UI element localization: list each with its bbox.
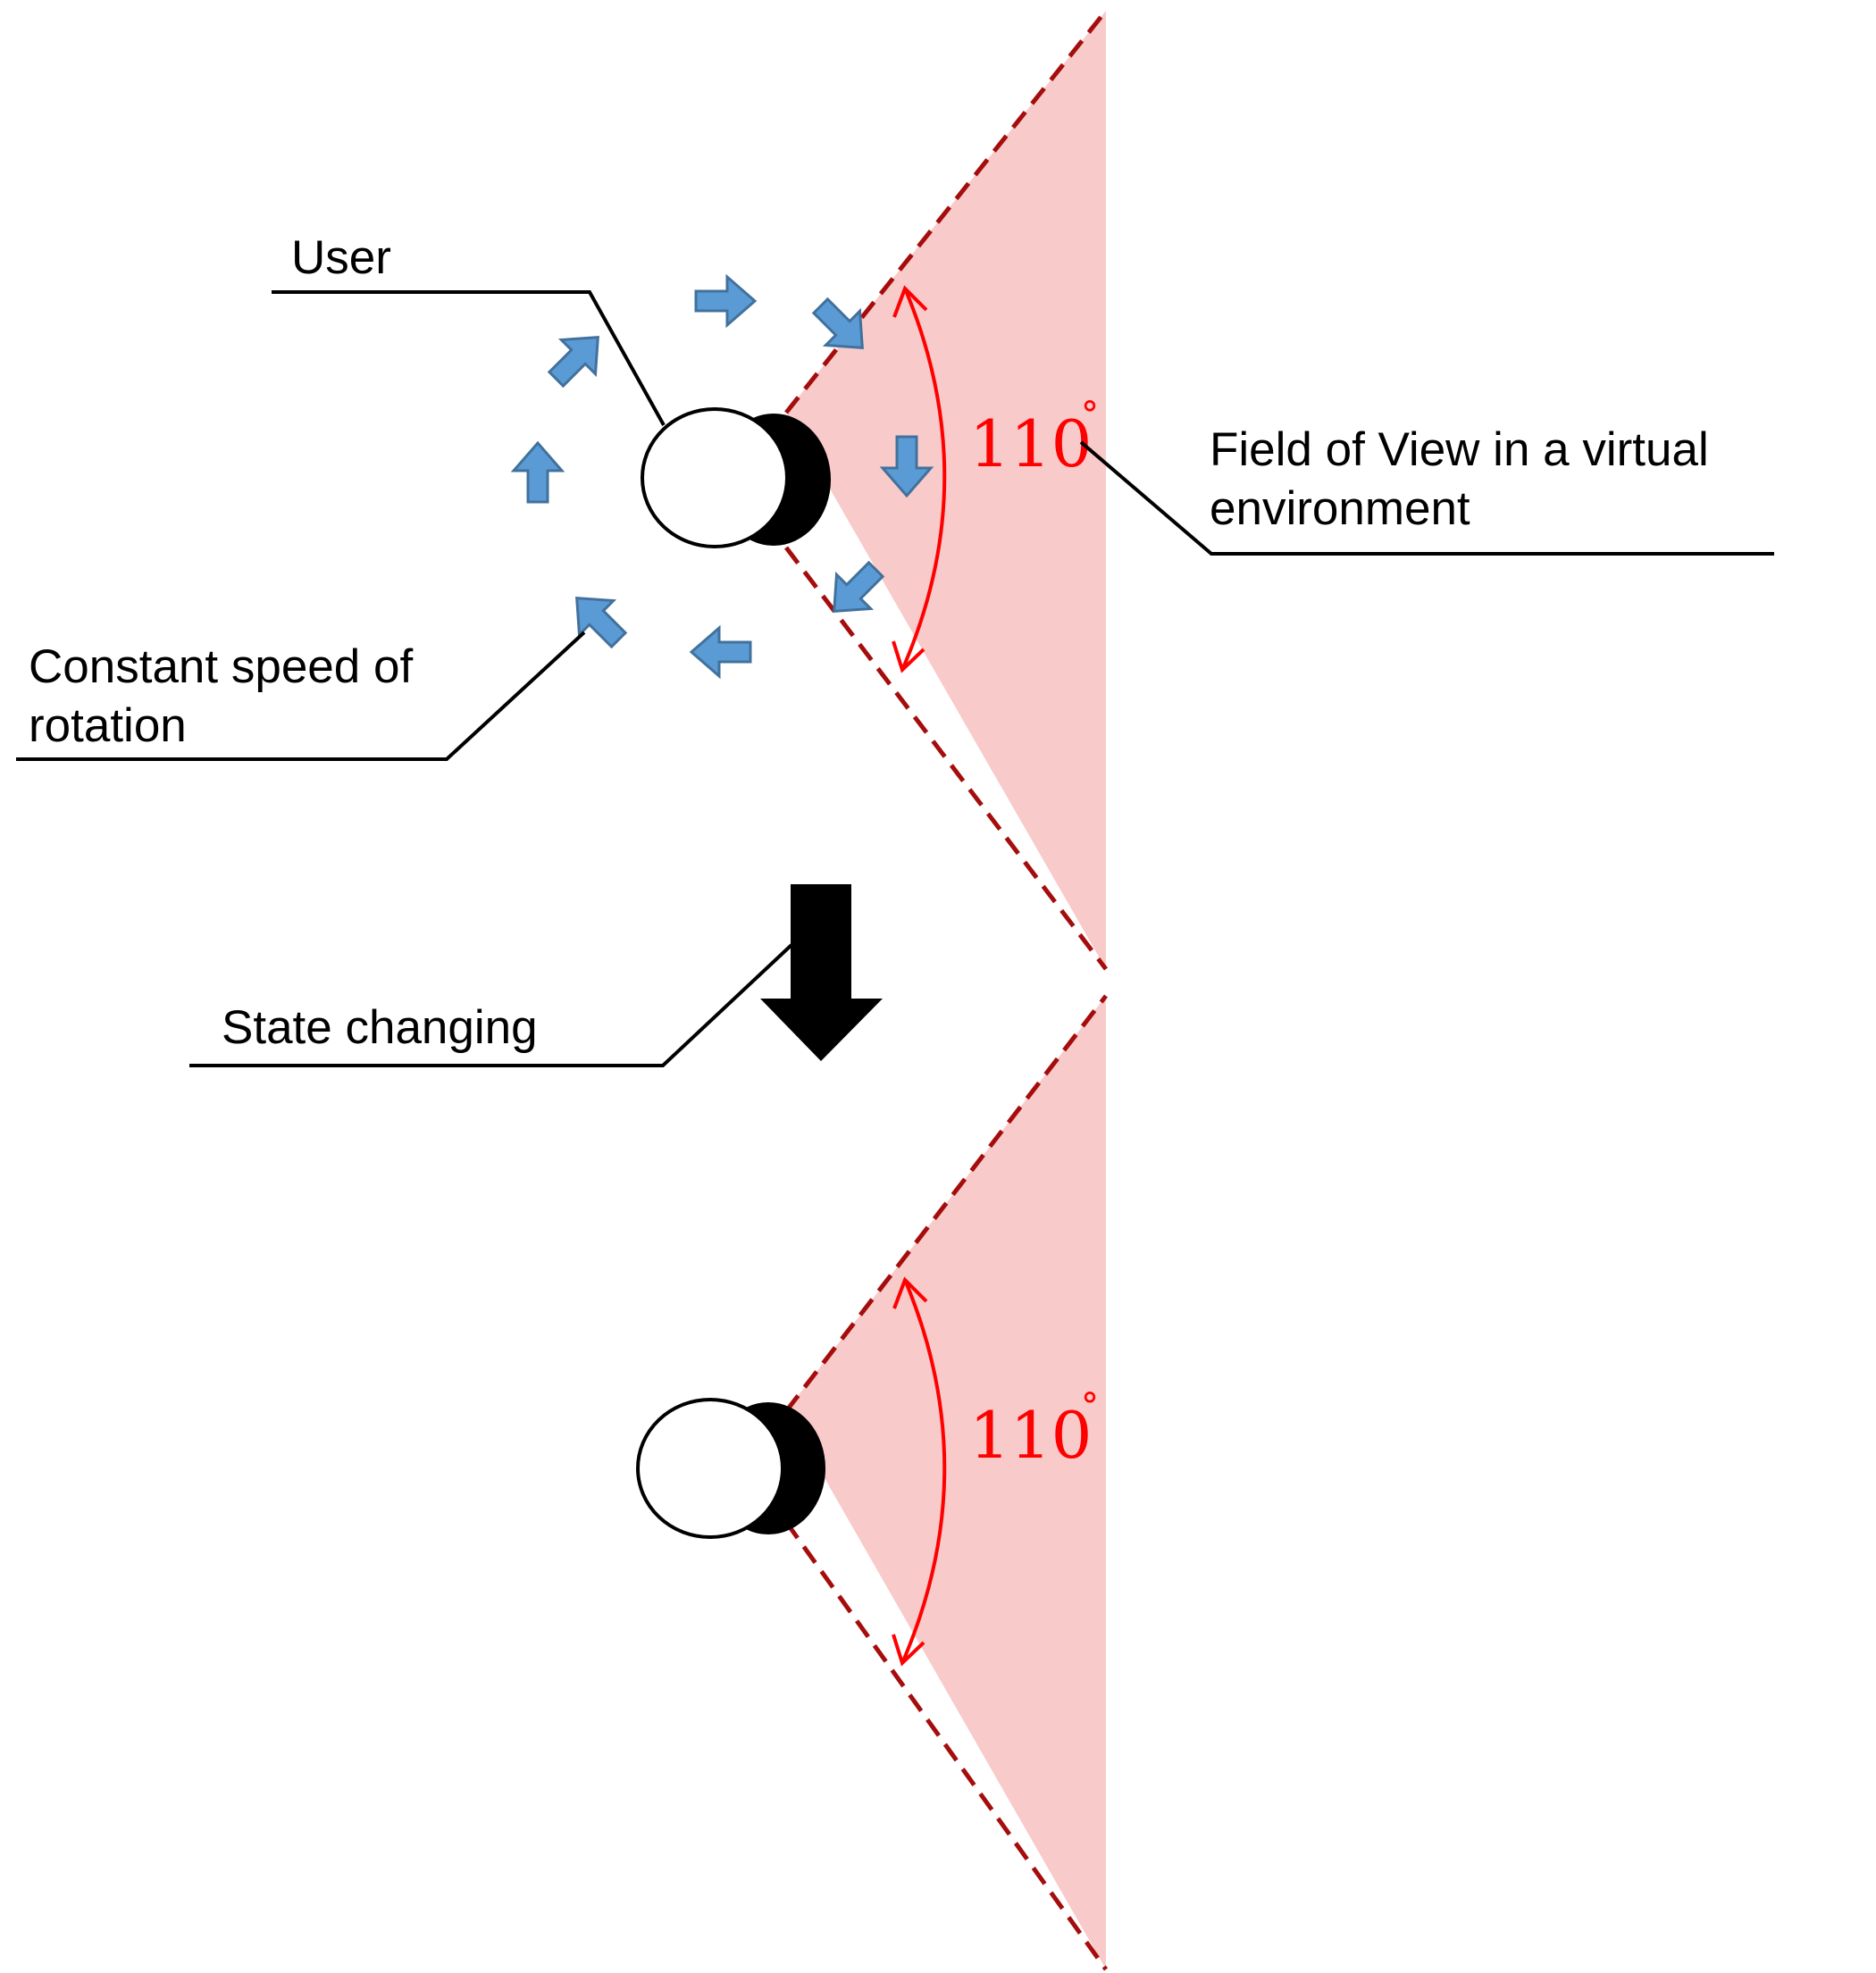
state-changing-label: State changing	[222, 1001, 538, 1054]
bottom-scene: 110 °	[636, 994, 1109, 1971]
block-arrow-icon	[538, 319, 616, 397]
rotation-label-line1: Constant speed of	[29, 640, 413, 693]
top-angle-value: 110	[969, 406, 1092, 481]
top-scene: 110 °	[512, 9, 1108, 971]
fov-label-line1: Field of View in a virtual	[1210, 423, 1709, 476]
bottom-fov-edge-lower	[783, 1520, 1109, 1971]
fov-label-line2: environment	[1210, 482, 1470, 535]
top-angle-unit: °	[1081, 395, 1099, 436]
bottom-angle-arrowhead-upper	[892, 1276, 928, 1309]
bottom-angle-value: 110	[969, 1398, 1092, 1473]
top-user-head	[641, 407, 789, 548]
bottom-angle-arrowhead-lower	[892, 1634, 925, 1667]
block-arrow-icon	[512, 441, 564, 504]
fov-callout: Field of View in a virtual environment	[1079, 423, 1774, 556]
rotation-label-line2: rotation	[29, 699, 187, 752]
bottom-angle-unit: °	[1081, 1386, 1099, 1427]
top-fov-edge-lower	[784, 546, 1108, 971]
state-callout: State changing	[189, 943, 793, 1067]
down-arrow-icon	[760, 884, 883, 1061]
user-callout: User	[272, 231, 666, 426]
top-fov-edge-upper	[784, 9, 1108, 414]
top-angle-arrowhead-upper	[892, 285, 928, 318]
top-angle-arrowhead-lower	[892, 640, 925, 673]
bottom-angle-arc	[900, 1279, 947, 1664]
block-arrow-icon	[690, 626, 752, 678]
rotation-callout: Constant speed of rotation	[16, 631, 586, 761]
bottom-fov-edge-upper	[784, 994, 1108, 1413]
user-label: User	[291, 231, 391, 284]
block-arrow-icon	[694, 275, 757, 327]
top-angle-arc	[900, 288, 947, 671]
bottom-user-head	[636, 1398, 784, 1539]
